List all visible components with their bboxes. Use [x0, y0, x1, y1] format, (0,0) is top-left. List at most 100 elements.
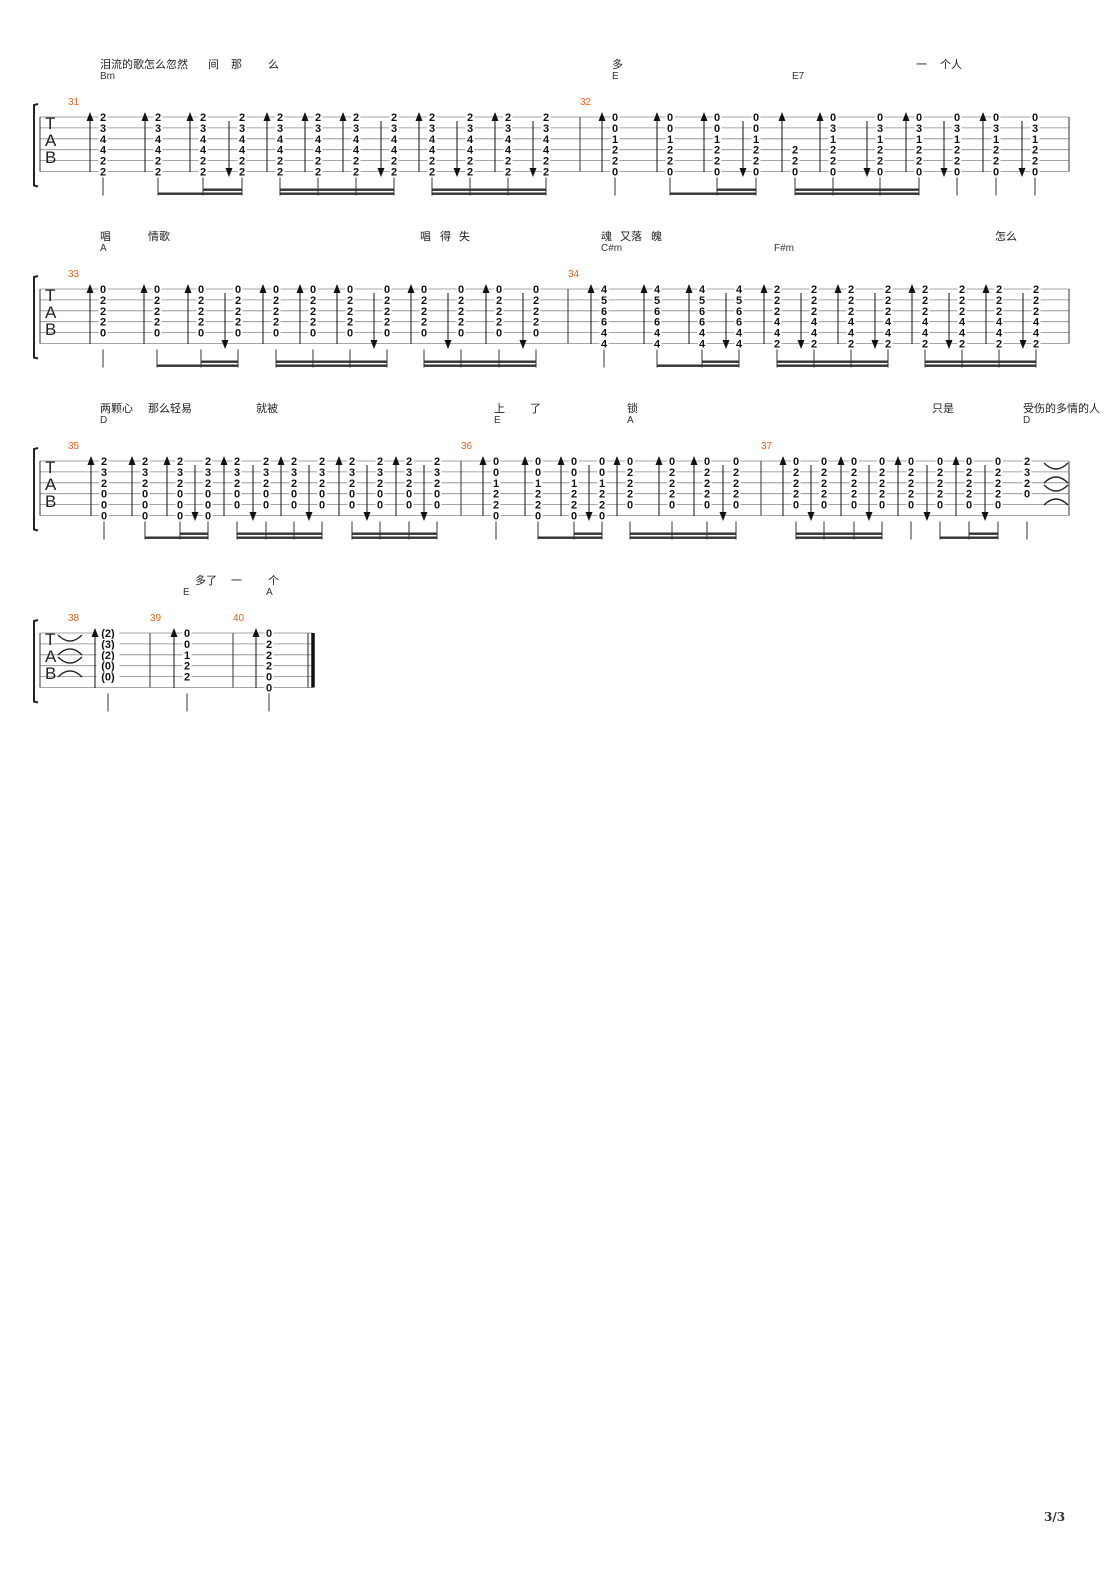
- fret-number: 4: [774, 317, 781, 329]
- fret-number: 0: [612, 123, 618, 135]
- fret-background: [503, 112, 513, 122]
- fret-background: [531, 327, 541, 338]
- fret-background: [597, 499, 607, 510]
- fret-background: [375, 456, 385, 466]
- beam: [777, 364, 888, 367]
- fret-number: 2: [922, 284, 928, 296]
- fret-number: 2: [421, 317, 427, 329]
- fret-background: [819, 477, 829, 488]
- fret-number: 0: [205, 500, 211, 512]
- fret-number: 0: [101, 500, 107, 512]
- fret-background: [1031, 284, 1041, 294]
- strum-up-arrowhead: [700, 112, 708, 121]
- fret-background: [182, 638, 192, 649]
- fret-number: 2: [922, 339, 928, 351]
- fret-background: [731, 456, 741, 466]
- fret-number: 0: [234, 500, 240, 512]
- fret-background: [456, 327, 466, 338]
- fret-background: [98, 112, 108, 122]
- fret-number: 0: [142, 500, 148, 512]
- fret-number: 4: [601, 328, 608, 340]
- fret-background: [389, 133, 399, 144]
- fret-background: [541, 166, 551, 177]
- fret-number: 0: [667, 112, 673, 124]
- fret-background: [140, 488, 150, 499]
- fret-background: [264, 628, 274, 638]
- fret-background: [237, 112, 247, 122]
- fret-number: 2: [533, 317, 539, 329]
- fret-background: [993, 477, 1003, 488]
- fret-number: 2: [1032, 156, 1038, 168]
- fret-background: [883, 338, 893, 349]
- fret-background: [494, 327, 504, 338]
- fret-number: 0: [533, 284, 539, 296]
- let-ring-tie: [1043, 462, 1069, 506]
- fret-number: 2: [205, 456, 211, 468]
- fret-number: 0: [916, 167, 922, 179]
- fret-number: 2: [273, 295, 279, 307]
- fret-number: 3: [505, 123, 511, 135]
- fret-background: [599, 284, 609, 294]
- fret-number: 1: [667, 134, 673, 146]
- fret-background: [427, 112, 437, 122]
- fret-background: [702, 466, 712, 477]
- fret-number: 2: [277, 112, 283, 124]
- fret-number: 4: [543, 134, 550, 146]
- fret-number: 2: [493, 489, 499, 501]
- fret-background: [275, 133, 285, 144]
- fret-background: [790, 166, 800, 177]
- strum-up-arrowhead: [128, 456, 136, 465]
- fret-background: [914, 166, 924, 177]
- fret-background: [599, 305, 609, 316]
- fret-background: [1031, 294, 1041, 305]
- fret-background: [935, 488, 945, 499]
- fret-background: [994, 338, 1004, 349]
- fret-number: 0: [458, 328, 464, 340]
- lyric-text: 那么轻易: [148, 401, 192, 415]
- chord-name: Bm: [100, 71, 115, 82]
- fret-number: 2: [177, 456, 183, 468]
- fret-background: [432, 466, 442, 477]
- fret-background: [491, 466, 501, 477]
- fret-number: 0: [263, 500, 269, 512]
- fret-background: [264, 682, 274, 693]
- fret-number: 4: [922, 328, 929, 340]
- fret-background: [233, 284, 243, 294]
- tie-arc: [1043, 476, 1069, 484]
- strum-up-arrowhead: [170, 628, 178, 637]
- fret-background: [465, 122, 475, 133]
- fret-background: [665, 122, 675, 133]
- strum-up-arrowhead: [333, 284, 341, 293]
- fret-background: [289, 488, 299, 499]
- fret-number: 0: [916, 112, 922, 124]
- fret-background: [875, 166, 885, 177]
- fret-background: [1030, 122, 1040, 133]
- fret-background: [625, 477, 635, 488]
- fret-background: [751, 112, 761, 122]
- beam: [630, 532, 736, 535]
- strum-up-arrowhead: [685, 284, 693, 293]
- fret-background: [920, 327, 930, 338]
- fret-background: [347, 477, 357, 488]
- fret-number: 3: [993, 123, 999, 135]
- lyric-text: 么: [268, 58, 279, 71]
- fret-background: [652, 316, 662, 327]
- fret-background: [152, 284, 162, 294]
- fret-number: 2: [155, 156, 161, 168]
- beam: [925, 360, 1036, 363]
- fret-background: [597, 477, 607, 488]
- fret-number: 2: [429, 112, 435, 124]
- fret-number: 4: [736, 339, 743, 351]
- fret-number: (2): [101, 628, 115, 640]
- fret-background: [541, 144, 551, 155]
- fret-background: [751, 133, 761, 144]
